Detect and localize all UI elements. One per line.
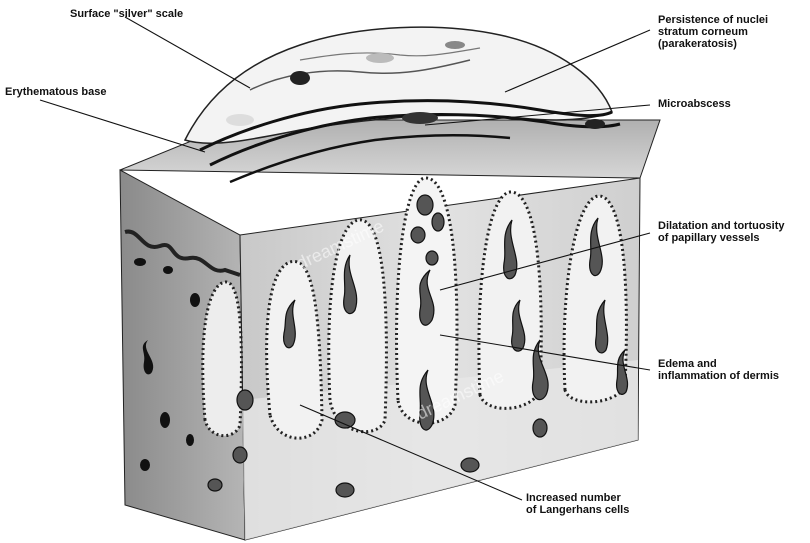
label-parakeratosis-line-1: Persistence of nuclei [658,14,768,26]
label-langerhans: Increased number of Langerhans cells [526,492,629,516]
label-erythematous-base: Erythematous base [5,86,106,98]
label-edema: Edema and inflammation of dermis [658,358,779,382]
label-papillary-vessels: Dilatation and tortuosity of papillary v… [658,220,785,244]
label-edema-line-1: Edema and [658,358,779,370]
label-parakeratosis-line-3: (parakeratosis) [658,38,768,50]
label-parakeratosis: Persistence of nuclei stratum corneum (p… [658,14,768,50]
label-langerhans-line-2: of Langerhans cells [526,504,629,516]
microabscess [585,119,605,129]
parakeratotic-nucleus [290,71,310,85]
label-parakeratosis-line-2: stratum corneum [658,26,768,38]
label-microabscess: Microabscess [658,98,731,110]
label-papillary-vessels-line-1: Dilatation and tortuosity [658,220,785,232]
label-papillary-vessels-line-2: of papillary vessels [658,232,785,244]
label-langerhans-line-1: Increased number [526,492,629,504]
label-edema-line-2: inflammation of dermis [658,370,779,382]
label-surface-scale: Surface "silver" scale [70,8,183,20]
